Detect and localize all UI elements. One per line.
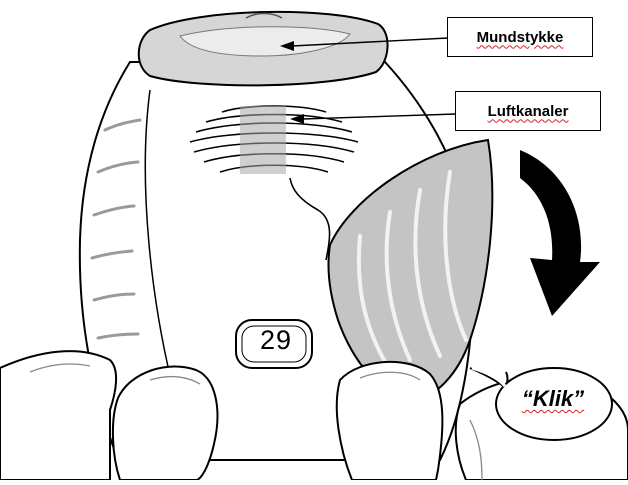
grip-ridges-left bbox=[90, 118, 142, 340]
left-hand bbox=[0, 350, 219, 481]
click-sound-text: “Klik” bbox=[521, 386, 585, 411]
klik-speech-bubble bbox=[469, 367, 613, 441]
mouthpiece-label-text: Mundstykke bbox=[476, 28, 564, 46]
curved-arrow-down-icon bbox=[520, 150, 600, 316]
air-channels-label-text: Luftkanaler bbox=[487, 102, 569, 120]
right-hand-creases bbox=[359, 371, 483, 481]
air-channels-label: Luftkanaler bbox=[455, 91, 601, 131]
dose-counter-value: 29 bbox=[259, 325, 293, 355]
mouthpiece-label: Mundstykke bbox=[447, 17, 593, 57]
left-hand-creases bbox=[29, 363, 201, 385]
mouthpiece-leader-line bbox=[280, 37, 449, 51]
mouthpiece bbox=[137, 10, 389, 87]
click-sound-label: “Klik” bbox=[498, 386, 608, 412]
dose-counter-window bbox=[235, 319, 313, 369]
body-inner-contour bbox=[144, 89, 177, 401]
air-channels-leader-line bbox=[290, 113, 457, 124]
inhaler-cover bbox=[327, 138, 494, 404]
air-channel-center bbox=[240, 106, 286, 174]
